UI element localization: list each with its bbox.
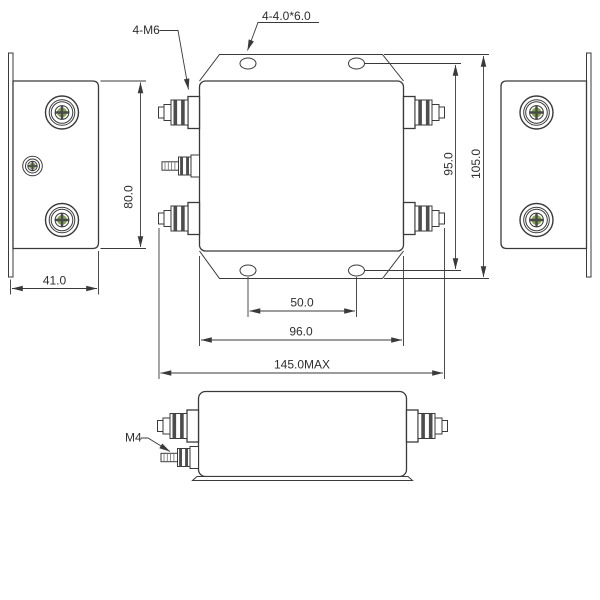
terminal-stud-large — [402, 201, 446, 236]
dim-overall-width: 145.0MAX — [158, 228, 445, 379]
left-mounting-flange — [8, 52, 14, 278]
mounting-slot — [239, 57, 257, 70]
terminal-stud-large — [156, 409, 200, 443]
right-body — [500, 80, 588, 250]
front-view — [156, 390, 449, 481]
right-side-view — [500, 52, 592, 278]
right-mounting-flange — [586, 52, 592, 278]
base-flange — [191, 476, 414, 481]
dim-side-depth: 41.0 — [10, 251, 99, 295]
dim-text-95: 95.0 — [442, 152, 456, 176]
leader-labels: 4-M6 4-4.0*6.0 M4 — [125, 9, 319, 452]
terminal-large — [518, 94, 555, 131]
bottom-mounting-flange — [199, 250, 404, 279]
dim-text-50: 50.0 — [290, 296, 314, 310]
dim-text-96: 96.0 — [289, 325, 313, 339]
terminal-stud-large — [157, 95, 201, 130]
label-text-4m6: 4-M6 — [133, 23, 161, 37]
left-side-view — [8, 52, 100, 278]
dim-overall-height: 105.0 — [384, 54, 489, 279]
top-mounting-flange — [199, 54, 404, 82]
dim-text-145max: 145.0MAX — [274, 358, 330, 372]
terminal-large — [44, 94, 80, 131]
filter-body-top — [198, 80, 405, 252]
mounting-slot — [348, 57, 365, 70]
leader-line-m4 — [141, 437, 171, 452]
terminal-small — [21, 155, 44, 177]
leader-line-4m6 — [159, 30, 190, 90]
label-text-m4: M4 — [125, 431, 142, 445]
terminal-stud-large — [405, 409, 449, 443]
left-body — [12, 80, 100, 250]
label-mounting-slots: 4-4.0*6.0 — [247, 9, 319, 51]
terminal-large — [44, 202, 80, 238]
dim-text-105: 105.0 — [469, 149, 483, 179]
dim-side-height: 80.0 — [100, 80, 146, 249]
terminal-large — [518, 202, 555, 238]
mounting-slot — [348, 264, 365, 277]
top-plan-view — [157, 54, 446, 279]
dim-hole-pitch-vertical: 95.0 — [365, 63, 461, 271]
terminal-stud-large — [157, 201, 201, 236]
filter-body-front — [197, 390, 408, 478]
label-main-terminals: 4-M6 — [133, 23, 190, 90]
dim-text-41: 41.0 — [43, 274, 67, 288]
terminal-stud-small — [161, 154, 200, 178]
mounting-slot — [239, 264, 257, 277]
label-aux-terminal: M4 — [125, 431, 171, 452]
leader-line-slots — [247, 22, 319, 51]
dimensions: 80.0 41.0 95.0 105.0 50.0 — [10, 54, 489, 379]
dim-body-width: 96.0 — [199, 256, 404, 346]
label-text-slots: 4-4.0*6.0 — [262, 9, 311, 23]
terminal-stud-large — [402, 95, 446, 130]
dim-hole-pitch-horizontal: 50.0 — [247, 277, 357, 317]
dim-text-80: 80.0 — [122, 185, 136, 209]
